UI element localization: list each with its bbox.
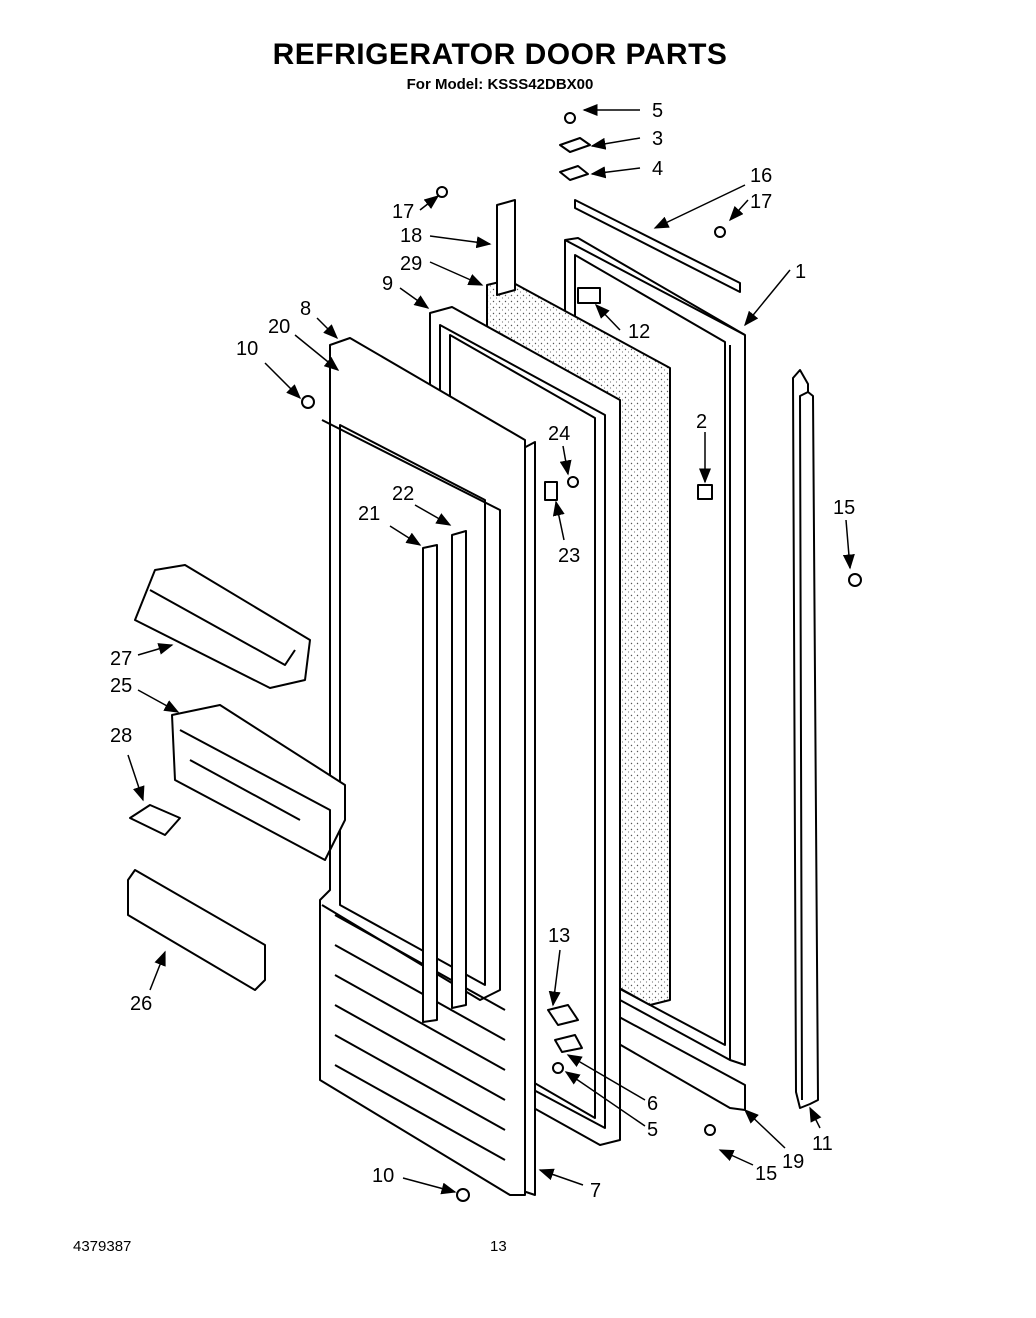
callout-4: 4	[652, 158, 663, 180]
callout-5a: 5	[652, 100, 663, 122]
callout-6: 6	[647, 1093, 658, 1115]
model-subtitle: For Model: KSSS42DBX00	[406, 76, 594, 93]
part-6-hinge-plate	[554, 1034, 583, 1053]
callout-1: 1	[795, 261, 806, 283]
callout-20: 20	[268, 316, 290, 338]
part-4-hinge-plate	[559, 165, 589, 181]
callout-25: 25	[110, 675, 132, 697]
part-26-door-cover	[127, 869, 266, 991]
callout-19: 19	[782, 1151, 804, 1173]
part-16-top-bracket	[574, 199, 741, 293]
callout-17b: 17	[750, 191, 772, 213]
callout-7: 7	[590, 1180, 601, 1202]
part-28-insert	[129, 804, 181, 836]
callout-24: 24	[548, 423, 570, 445]
part-23-clip	[544, 481, 558, 501]
part-25-dairy-box	[171, 704, 346, 861]
callout-21: 21	[358, 503, 380, 525]
part-22-rail	[451, 530, 467, 1009]
part-13-lower-hinge	[547, 1004, 579, 1026]
page-number: 13	[490, 1238, 507, 1255]
callout-12: 12	[628, 321, 650, 343]
callout-8: 8	[300, 298, 311, 320]
callout-28: 28	[110, 725, 132, 747]
callout-27: 27	[110, 648, 132, 670]
callout-3: 3	[652, 128, 663, 150]
callout-10b: 10	[372, 1165, 394, 1187]
callout-18: 18	[400, 225, 422, 247]
part-11-side-trim	[792, 369, 819, 1109]
document-number: 4379387	[73, 1238, 132, 1255]
part-12-clip	[577, 287, 601, 304]
callout-29: 29	[400, 253, 422, 275]
callout-13: 13	[548, 925, 570, 947]
callout-16: 16	[750, 165, 772, 187]
callout-17a: 17	[392, 201, 414, 223]
callout-15b: 15	[755, 1163, 777, 1185]
callout-9: 9	[382, 273, 393, 295]
callout-2: 2	[696, 411, 707, 433]
callout-26: 26	[130, 993, 152, 1015]
page-title: REFRIGERATOR DOOR PARTS	[272, 38, 728, 71]
part-27-door-bin	[134, 564, 311, 689]
callout-10a: 10	[236, 338, 258, 360]
callout-23: 23	[558, 545, 580, 567]
part-2-clip	[697, 484, 713, 500]
callout-11: 11	[812, 1133, 833, 1155]
callout-15a: 15	[833, 497, 855, 519]
callout-22: 22	[392, 483, 414, 505]
part-3-hinge	[559, 137, 591, 153]
part-18-strip	[496, 199, 516, 296]
part-21-rail	[422, 544, 438, 1023]
callout-5b: 5	[647, 1119, 658, 1141]
